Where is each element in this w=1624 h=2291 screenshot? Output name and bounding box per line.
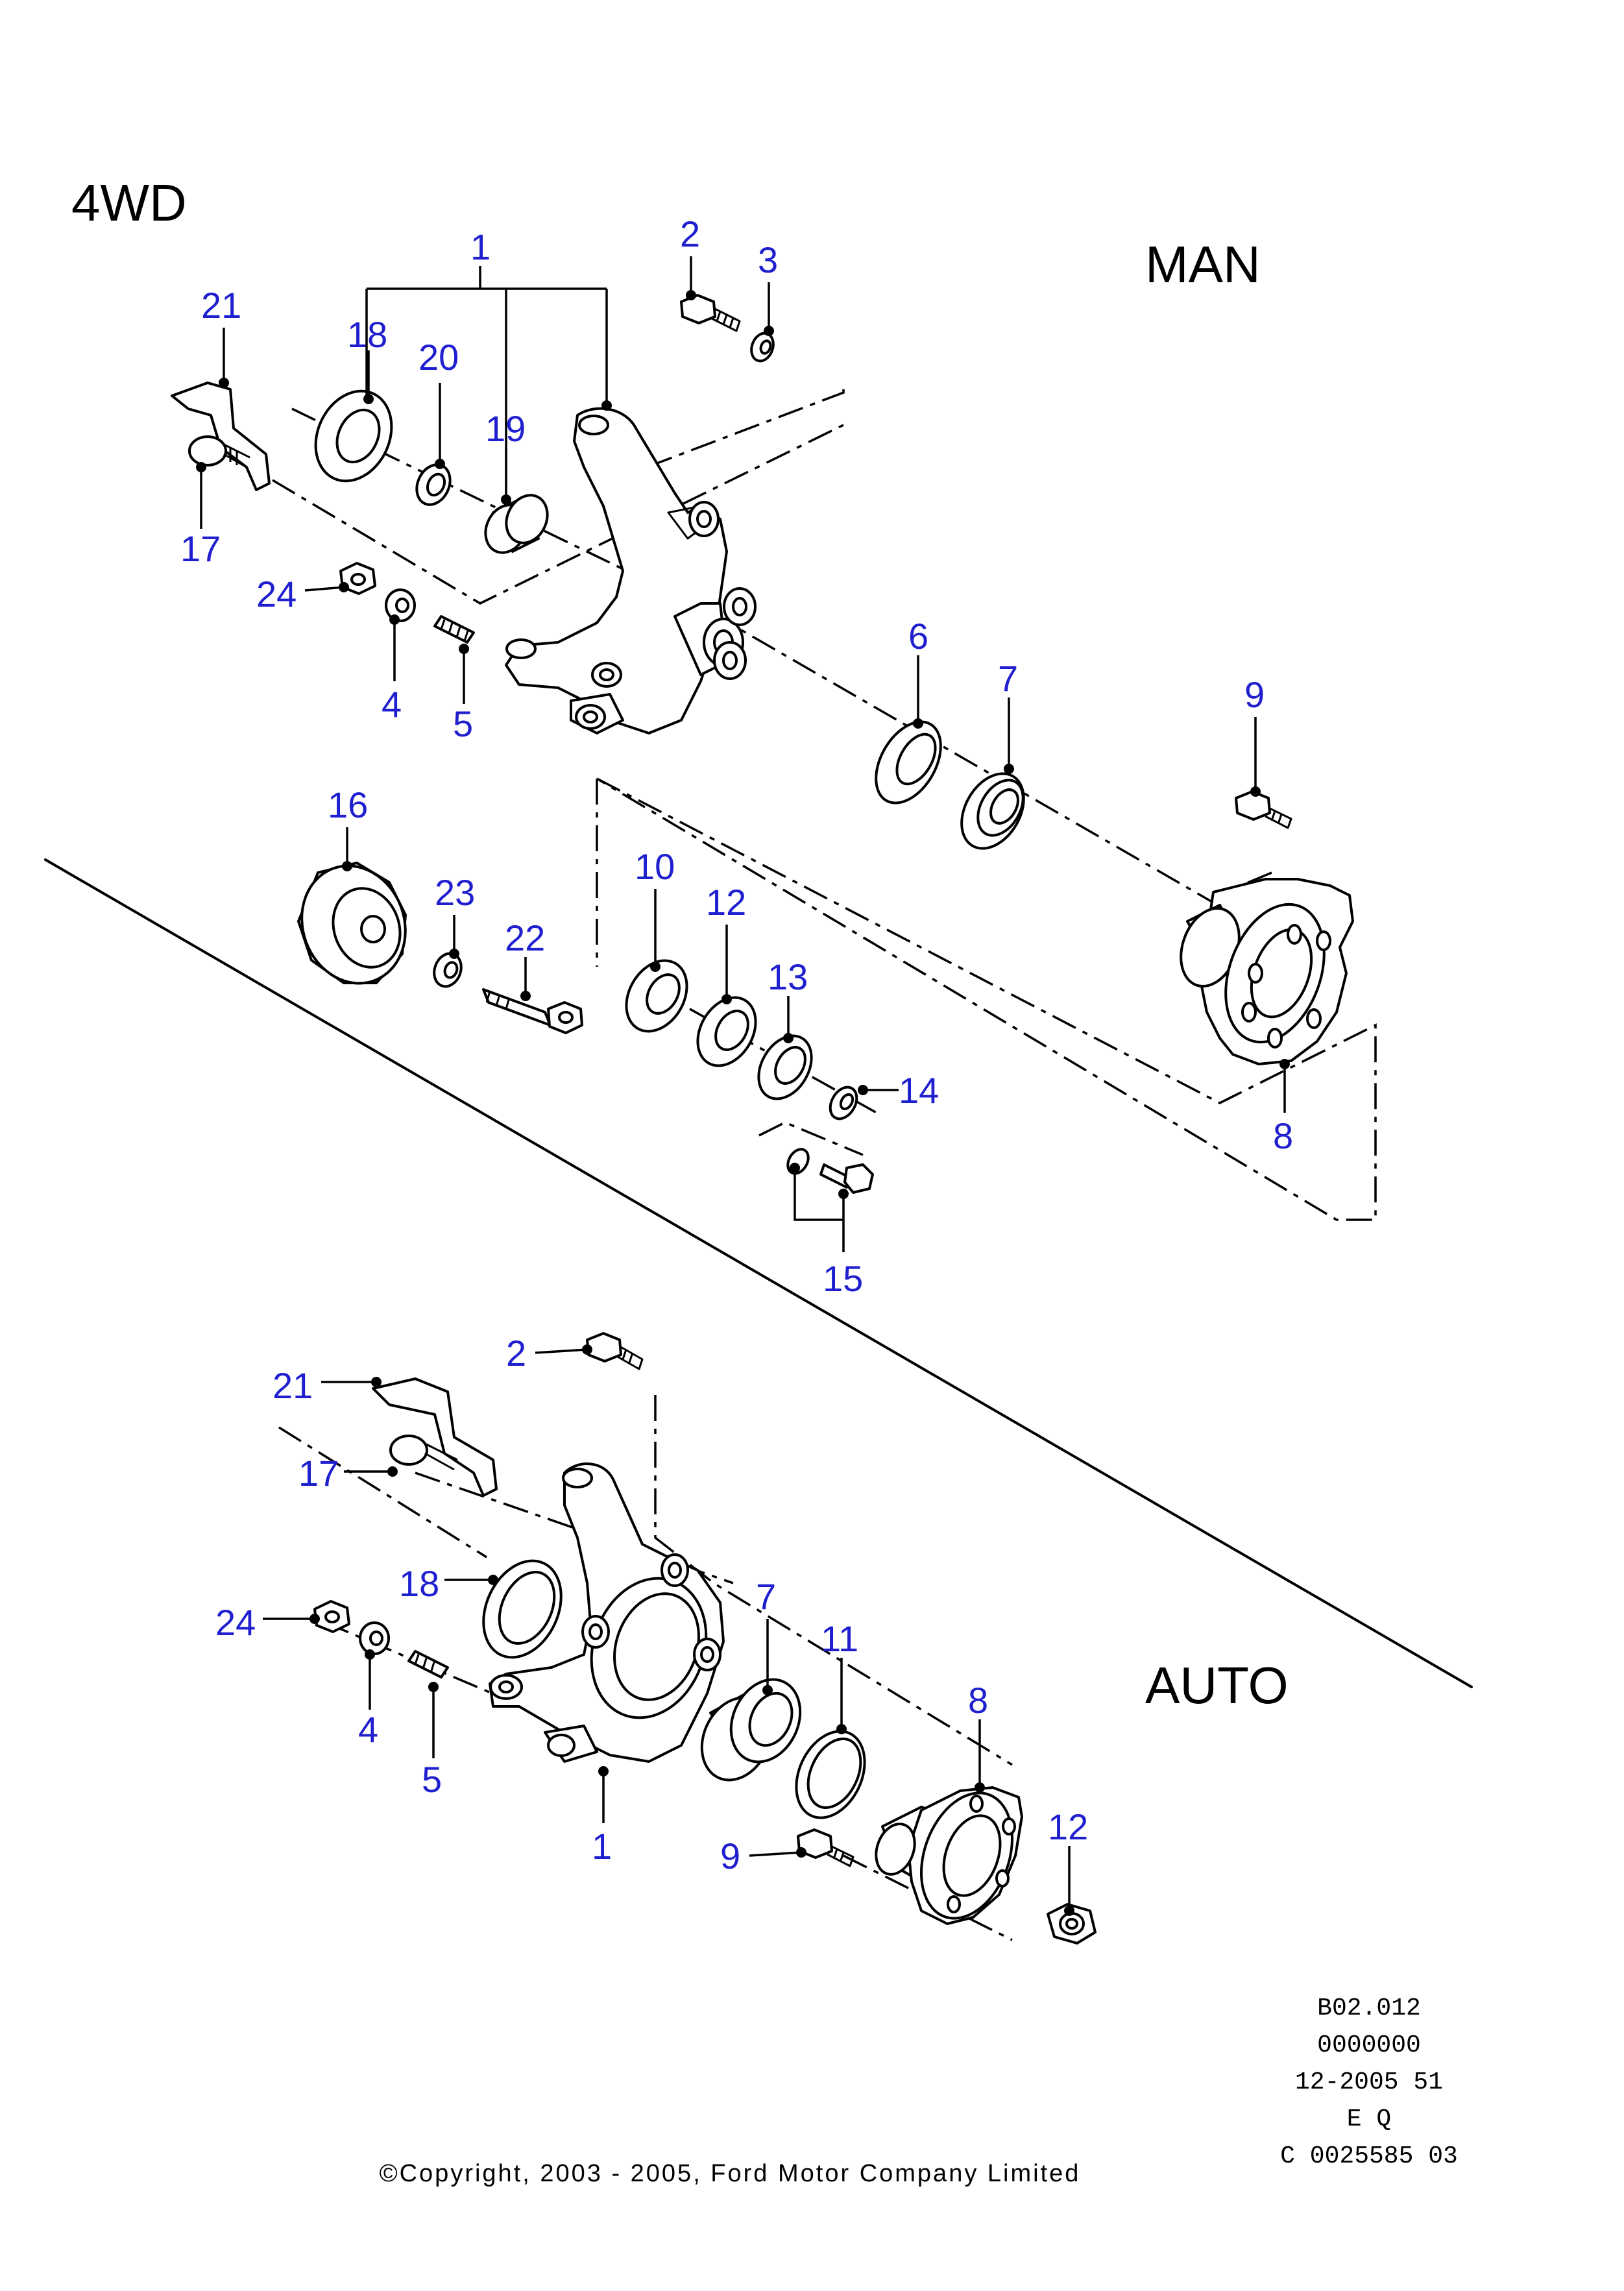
- copyright-notice: ©Copyright, 2003 - 2005, Ford Motor Comp…: [380, 2160, 1081, 2187]
- axis-lower: [272, 424, 844, 605]
- nut-4: [385, 588, 416, 622]
- callout-man-8: 8: [1273, 1115, 1293, 1156]
- abs-sensor-bracket: [171, 382, 271, 491]
- steering-knuckle-auto: [489, 1462, 725, 1763]
- callout-auto-5: 5: [422, 1759, 442, 1800]
- clip-14: [829, 1085, 858, 1121]
- ref-line-3: 12-2005 51: [1295, 2068, 1443, 2096]
- leader-auto-9: [749, 1851, 802, 1857]
- leader-man-24: [304, 586, 345, 592]
- wheel-hub-8: [1180, 878, 1354, 1065]
- callout-auto-4: 4: [358, 1709, 378, 1750]
- seal-18: [314, 389, 393, 483]
- leader-dots-auto: [309, 1344, 1074, 1916]
- leader-man-1: [365, 266, 608, 493]
- callout-man-12: 12: [706, 882, 746, 923]
- callout-man-16: 16: [328, 784, 368, 825]
- hub-lock-16: [297, 862, 407, 985]
- ref-line-1: B02.012: [1317, 1994, 1421, 2022]
- heading-man: MAN: [1145, 236, 1261, 293]
- washer-13: [757, 1034, 813, 1100]
- man-assembly: 1 2 3 21 18 20 19 17 24 4 5 6 7 9 8 16 2…: [171, 213, 1377, 1299]
- callout-man-13: 13: [768, 956, 808, 997]
- ref-line-4: E Q: [1347, 2105, 1391, 2133]
- nut-24-auto: [313, 1600, 350, 1633]
- callout-man-22: 22: [505, 917, 545, 958]
- washer-3: [750, 332, 775, 363]
- callout-auto-12: 12: [1048, 1806, 1088, 1847]
- callout-man-23: 23: [435, 872, 475, 913]
- axis-bolts-15: [758, 1121, 864, 1156]
- auto-assembly: 2 21 17 18 24 4 5 1 7 11 8 9 12: [215, 1332, 1097, 1945]
- washer-23: [433, 952, 463, 988]
- callout-man-7: 7: [998, 658, 1018, 699]
- callout-man-21: 21: [201, 285, 241, 326]
- callout-man-3: 3: [758, 239, 778, 280]
- callout-man-4: 4: [382, 684, 402, 725]
- stud-5: [433, 615, 475, 644]
- heading-4wd: 4WD: [71, 174, 187, 232]
- ref-line-5: C 0025585 03: [1280, 2142, 1458, 2170]
- leader-dots-man: [196, 290, 1290, 1199]
- seal-10: [625, 959, 688, 1033]
- callout-auto-17: 17: [298, 1453, 339, 1494]
- callout-man-14: 14: [899, 1070, 939, 1111]
- bearing-7-auto: [700, 1678, 802, 1782]
- wheel-stud-9: [1235, 790, 1292, 829]
- callout-man-10: 10: [635, 846, 675, 887]
- bolt-2-auto: [586, 1332, 644, 1370]
- bolt-17-auto: [389, 1435, 458, 1471]
- stud-5-auto: [407, 1650, 449, 1679]
- snap-ring-11: [795, 1730, 866, 1819]
- nut-24: [339, 562, 376, 595]
- wheel-stud-9-auto: [797, 1828, 854, 1867]
- axis-bolt: [648, 389, 845, 465]
- section-divider: [44, 858, 1473, 1688]
- callout-auto-1: 1: [592, 1826, 612, 1867]
- nut-4-auto: [359, 1621, 390, 1655]
- callout-auto-8: 8: [968, 1680, 988, 1721]
- callout-man-5: 5: [453, 703, 473, 744]
- wheel-hub-8-auto: [875, 1786, 1023, 1925]
- callout-man-15: 15: [823, 1258, 863, 1299]
- callout-man-20: 20: [418, 337, 459, 378]
- ref-line-2: 0000000: [1317, 2031, 1421, 2059]
- callout-auto-9: 9: [720, 1836, 740, 1876]
- seal-6: [875, 720, 942, 805]
- axis-hub-box: [596, 777, 1377, 1221]
- callout-auto-21: 21: [273, 1365, 313, 1406]
- callout-auto-2: 2: [506, 1333, 526, 1374]
- callout-man-19: 19: [485, 408, 526, 449]
- abs-sensor-bracket-auto: [372, 1377, 498, 1497]
- bolt-22: [482, 988, 583, 1034]
- reference-block: B02.012 0000000 12-2005 51 E Q C 0025585…: [1280, 1994, 1458, 2170]
- callout-man-9: 9: [1244, 674, 1265, 715]
- heading-auto: AUTO: [1145, 1656, 1289, 1714]
- leader-man-15: [794, 1168, 845, 1252]
- bolt-2: [680, 294, 741, 332]
- seal-18-auto: [482, 1559, 563, 1659]
- callout-man-1: 1: [470, 226, 491, 267]
- hub-nut-12: [1047, 1903, 1097, 1945]
- callout-auto-7: 7: [756, 1576, 776, 1617]
- steering-knuckle-man: [505, 407, 757, 734]
- ring-20: [415, 463, 452, 506]
- axis-hub-bolt: [1231, 871, 1272, 895]
- callout-man-18: 18: [347, 314, 387, 355]
- callout-man-24: 24: [256, 574, 297, 614]
- callout-auto-18: 18: [399, 1563, 439, 1604]
- bearing-7: [960, 772, 1025, 850]
- bolt-17: [188, 435, 250, 468]
- bush-19: [484, 494, 549, 554]
- callout-auto-11: 11: [821, 1618, 858, 1659]
- callout-man-17: 17: [180, 528, 221, 569]
- callout-auto-24: 24: [215, 1602, 256, 1643]
- lock-plate-12: [696, 996, 757, 1067]
- leader-auto-2: [535, 1348, 588, 1354]
- callout-man-6: 6: [908, 616, 928, 657]
- callout-man-2: 2: [680, 213, 700, 254]
